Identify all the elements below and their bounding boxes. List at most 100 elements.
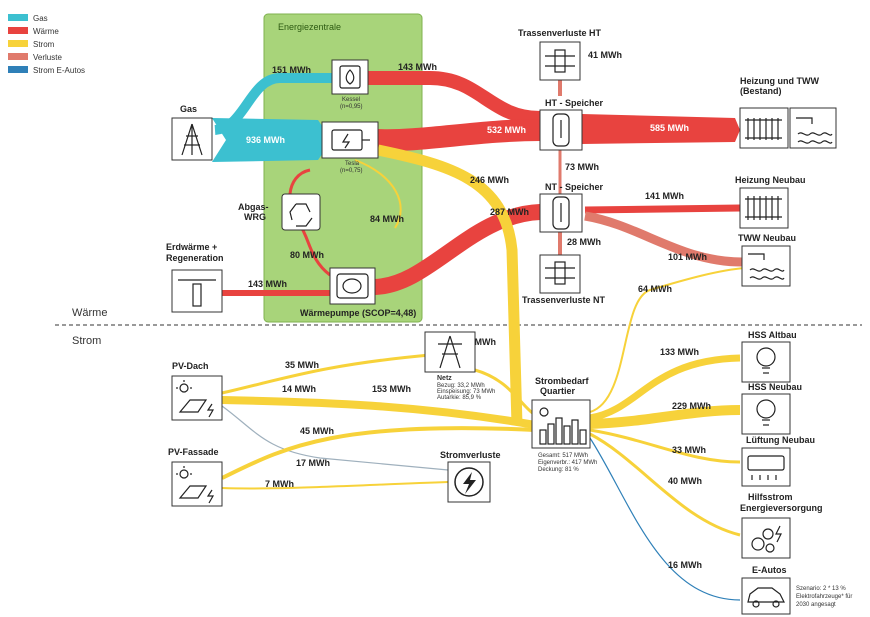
- flow-label-pv-roof-demand: 153 MWh: [372, 384, 411, 394]
- gears-lightning-icon: [751, 525, 782, 553]
- flow-pv-roof-demand: [221, 396, 536, 429]
- node-power-demand-info-3: Deckung: 81 %: [538, 467, 579, 473]
- node-tww-new: TWW Neubau: [738, 233, 796, 287]
- flow-label-pv-facade-demand: 45 MWh: [300, 426, 334, 436]
- node-ev-label: E-Autos: [752, 565, 787, 575]
- node-heating-existing: Heizung und TWW (Bestand): [739, 76, 837, 149]
- flow-chp-ht: [377, 119, 541, 152]
- node-ventilation-new-label: Lüftung Neubau: [746, 435, 815, 445]
- storage-tank-icon: [552, 196, 570, 230]
- legend-label-loss: Verluste: [33, 53, 62, 62]
- node-heat-pump-label: Wärmepumpe (SCOP=4,48): [300, 308, 416, 318]
- flow-boiler-ht: [368, 71, 541, 125]
- legend-swatch-gas: [8, 14, 28, 21]
- node-boiler-label: Kessel: [342, 97, 360, 103]
- node-geothermal-label-2: Regeneration: [166, 253, 224, 263]
- node-waste-heat: Abgas- WRG: [238, 193, 321, 231]
- node-boiler: Kessel (n=0,95): [331, 59, 369, 110]
- solar-panel-icon: [176, 380, 215, 418]
- flow-demand-hss-new: [589, 405, 741, 429]
- node-pipe-loss-nt: Trassenverluste NT: [522, 254, 606, 305]
- section-label-power: Strom: [72, 335, 101, 347]
- flow-chp-waste: [354, 159, 402, 229]
- pipe-valve-icon: [545, 261, 575, 285]
- legend-swatch-power: [8, 40, 28, 47]
- flow-label-geothermal-hp: 143 MWh: [248, 279, 287, 289]
- flow-demand-hss-old: [589, 354, 741, 422]
- flow-label-pipe-loss-ht: 41 MWh: [588, 50, 622, 60]
- legend-label-heat: Wärme: [33, 27, 59, 36]
- node-power-demand: Strombedarf Quartier Gesamt: 517 MWh Eig…: [531, 376, 597, 473]
- node-heat-pump: Wärmepumpe (SCOP=4,48): [300, 267, 416, 318]
- geothermal-probe-icon: [178, 279, 216, 307]
- node-power-loss: Stromverluste: [440, 450, 501, 503]
- node-gas-label: Gas: [180, 104, 197, 114]
- lightning-icon-bg: [454, 467, 484, 497]
- lightning-icon: [463, 472, 476, 494]
- light-bulb-icon: [756, 347, 776, 374]
- flow-label-gas-chp: 936 MWh: [246, 135, 285, 145]
- node-hss-old-label: HSS Altbau: [748, 330, 797, 340]
- pipe-valve-icon: [545, 49, 575, 73]
- node-pipe-loss-ht-label: Trassenverluste HT: [518, 28, 602, 38]
- node-ev: E-Autos Szenario: 2 * 13 % Elektrofahrze…: [741, 565, 852, 615]
- flow-grid-demand: [474, 368, 536, 417]
- flow-label-waste-heat-hp: 80 MWh: [290, 250, 324, 260]
- node-grid-info-2: Einspeisung: 73 MWh: [437, 389, 495, 395]
- flow-gas-chp: [212, 118, 332, 162]
- node-power-demand-info-1: Gesamt: 517 MWh: [538, 453, 588, 459]
- flow-hp-nt: [374, 204, 541, 295]
- flow-demand-ev: [589, 437, 741, 601]
- flows: [212, 71, 746, 601]
- node-hss-old: HSS Altbau: [741, 330, 797, 383]
- radiator-icon: [745, 118, 782, 140]
- node-boiler-eff: (n=0,95): [340, 104, 363, 110]
- flow-label-hp-nt: 287 MWh: [490, 207, 529, 217]
- flow-label-demand-aux: 40 MWh: [668, 476, 702, 486]
- flow-label-demand-hss-new: 229 MWh: [672, 401, 711, 411]
- node-hss-new-label: HSS Neubau: [748, 382, 802, 392]
- flow-label-power-tww-new: 64 MWh: [638, 284, 672, 294]
- energy-center-title: Energiezentrale: [278, 22, 341, 32]
- flow-label-demand-ventilation: 33 MWh: [672, 445, 706, 455]
- legend-label-power: Strom: [33, 40, 55, 49]
- node-pv-roof: PV-Dach: [171, 361, 223, 421]
- node-waste-heat-label-1: Abgas-: [238, 202, 269, 212]
- gas-tower-icon: [181, 123, 203, 156]
- flow-pv-facade-demand: [221, 426, 536, 480]
- node-tww-new-label: TWW Neubau: [738, 233, 796, 243]
- node-waste-heat-label-2: WRG: [244, 212, 266, 222]
- heat-pump-icon: [336, 273, 369, 299]
- node-pv-facade-label: PV-Fassade: [168, 447, 219, 457]
- city-skyline-icon: [539, 407, 587, 445]
- node-power-demand-label-2: Quartier: [540, 386, 576, 396]
- node-chp-eff: (n=0,75): [340, 168, 363, 174]
- flow-label-ht-heating-existing: 585 MWh: [650, 123, 689, 133]
- node-geothermal: Erdwärme + Regeneration: [166, 242, 224, 313]
- section-label-heat: Wärme: [72, 307, 107, 319]
- flow-label-pv-facade-loss2: 7 MWh: [265, 479, 294, 489]
- legend: Gas Wärme Strom Verluste Strom E-Autos: [8, 14, 85, 75]
- chp-engine-icon: [331, 129, 370, 151]
- flow-label-pv-facade-loss: 17 MWh: [296, 458, 330, 468]
- flow-label-demand-ev: 16 MWh: [668, 560, 702, 570]
- node-aux-power-label-1: Hilfsstrom: [748, 492, 793, 502]
- node-pipe-loss-ht: Trassenverluste HT: [518, 28, 602, 81]
- node-grid: Netz Bezug: 33,2 MWh Einspeisung: 73 MWh…: [424, 331, 495, 401]
- node-aux-power: Hilfsstrom Energieversorgung: [740, 492, 823, 559]
- flow-label-waste-heat: 84 MWh: [370, 214, 404, 224]
- node-heating-new-label: Heizung Neubau: [735, 175, 806, 185]
- node-pv-facade: PV-Fassade: [168, 447, 223, 507]
- flow-power-tww-new: [589, 267, 746, 413]
- node-power-demand-label-1: Strombedarf: [535, 376, 590, 386]
- flow-pv-roof-grid: [221, 353, 431, 395]
- flow-nt-tww-new: [584, 211, 743, 267]
- flow-pv-roof-loss: [221, 405, 449, 471]
- node-chp-label: Tesla: [345, 161, 360, 167]
- power-pylon-icon: [438, 335, 462, 369]
- light-bulb-icon: [756, 399, 776, 426]
- electric-car-icon: [747, 587, 785, 608]
- flow-chp-power: [376, 144, 523, 426]
- node-heating-existing-label-1: Heizung und TWW: [740, 76, 819, 86]
